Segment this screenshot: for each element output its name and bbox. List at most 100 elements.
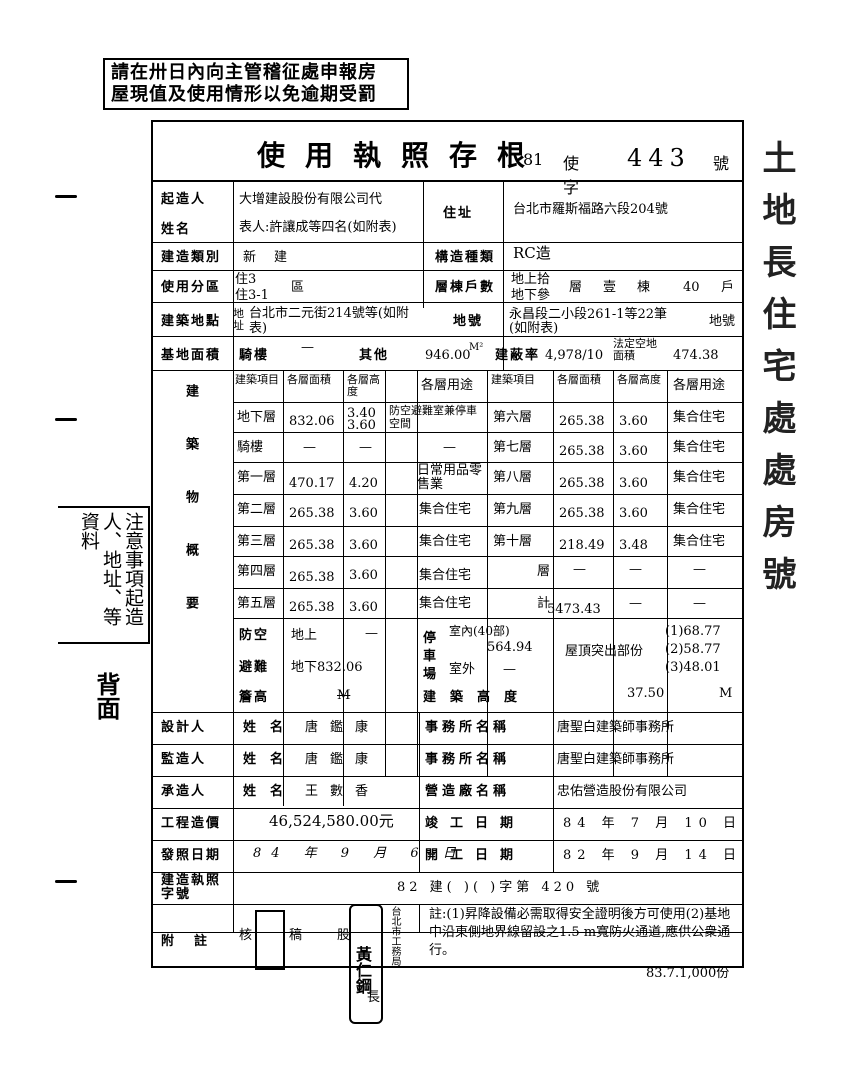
eave-label: 簷高	[239, 690, 270, 705]
floor-row-1-item2: 第七層	[493, 440, 533, 455]
floor-row-6-area2: 5473.43	[547, 602, 601, 617]
floor-row-4-use2: 集合住宅	[673, 534, 726, 549]
header-item-2: 建築項目	[491, 373, 535, 386]
floor-row-4-height: 3.60	[349, 538, 378, 553]
building-summary-label: 建築物概要	[183, 384, 198, 649]
roof-value-1: (1)68.77	[665, 624, 721, 639]
floor-row-4-area: 265.38	[289, 538, 335, 553]
floor-row-5-area2: —	[573, 562, 586, 577]
designer-name: 唐鑑康	[305, 720, 381, 735]
floor-row-2-use2: 集合住宅	[673, 470, 726, 485]
unit-label: 戶	[721, 280, 735, 295]
defense-above-value: —	[365, 626, 378, 641]
floor-row-5-area: 265.38	[289, 570, 335, 585]
floors-below: 地下參	[511, 288, 551, 303]
sign-col-3: 股	[337, 928, 351, 943]
official-seal: 黃仁鋼	[349, 904, 383, 1024]
supervisor-office: 唐聖白建築師事務所	[557, 752, 675, 767]
parking-inside-value: 564.94	[487, 640, 533, 655]
open-space-label: 法定空地面積	[613, 337, 657, 362]
notice-line-1: 請在卅日內向主管稽征處申報房	[111, 62, 377, 83]
applicant-name-2: 表人:許讓成等四名(如附表)	[239, 220, 397, 235]
parking-outside-value: —	[503, 662, 516, 677]
floor-row-2-item: 第一層	[237, 470, 277, 485]
floor-row-1-area2: 265.38	[559, 444, 605, 459]
sign-col-4: 長	[367, 990, 381, 1005]
permit-serial: 443	[627, 144, 691, 172]
left-side-note: 注意事項起造人、地址、等資料	[58, 506, 150, 644]
floor-row-6-use: 集合住宅	[419, 596, 472, 611]
usage-permit-form: 使用執照存根 81 使字 443 號 起造人 姓名 大增建設股份有限公司代	[151, 120, 744, 1024]
floor-row-2-area2: 265.38	[559, 476, 605, 491]
floor-row-5-item2: 層	[537, 564, 551, 579]
lot-value: 永昌段二小段261-1等22筆(如附表)	[509, 307, 668, 336]
header-use-2: 各層用途	[673, 378, 726, 393]
parking-label: 停車場	[423, 631, 439, 682]
open-space-value: 474.38	[673, 348, 719, 363]
floor-row-2-height2: 3.60	[619, 476, 648, 491]
floor-row-4-area2: 218.49	[559, 538, 605, 553]
height-label: 建築高度	[423, 690, 532, 705]
floor-row-2-height: 4.20	[349, 476, 378, 491]
eave-value: M	[337, 688, 351, 703]
height-value: 37.50	[627, 686, 665, 701]
structure-label: 構造種類	[435, 250, 496, 265]
zone-unit: 區	[291, 280, 305, 295]
building-unit: 棟	[637, 280, 651, 295]
contractor-firm-label: 營造廠名稱	[425, 784, 511, 799]
floor-row-6-item2: 計	[537, 596, 551, 611]
permit-suffix: 號	[713, 154, 730, 173]
cost-label: 工程造價	[161, 816, 222, 831]
unit-count: 40	[683, 280, 700, 295]
contractor-label: 承造人	[161, 784, 207, 799]
parking-inside: 室內(40部)	[449, 624, 510, 638]
applicant-name-1: 大增建設股份有限公司代	[239, 192, 383, 207]
structure-value: RC造	[513, 244, 551, 262]
header-use: 各層用途	[421, 378, 474, 393]
roof-label: 屋頂突出部份	[565, 644, 644, 659]
approval-seal	[255, 910, 285, 970]
notes-label: 附註	[161, 934, 228, 949]
floor-row-3-use2: 集合住宅	[673, 502, 726, 517]
applicant-address: 台北市羅斯福路六段204號	[513, 202, 668, 217]
other-label: 其他	[359, 348, 390, 363]
floor-row-2-item2: 第八層	[493, 470, 533, 485]
floor-row-2-use: 日常用品零售業	[417, 463, 483, 492]
floor-row-0-item: 地下層	[237, 410, 277, 425]
height-unit: M	[719, 686, 733, 701]
margin-dash	[55, 195, 77, 198]
completion-label: 竣工日期	[425, 816, 526, 831]
completion-date: 84 年 7 月 10 日	[563, 816, 743, 831]
site-label: 建築地點	[161, 314, 222, 329]
coverage-label: 建蔽率	[495, 348, 541, 363]
sign-col-1: 核	[239, 928, 253, 943]
designer-name-label: 姓名	[243, 720, 298, 735]
defense-label: 防空	[239, 628, 270, 643]
floor-row-4-item2: 第十層	[493, 534, 533, 549]
floor-row-3-item: 第二層	[237, 502, 277, 517]
roof-value-3: (3)48.01	[665, 660, 721, 675]
other-unit: M²	[469, 342, 484, 353]
floor-row-0-item2: 第六層	[493, 410, 533, 425]
defense-above: 地上	[291, 628, 318, 643]
lot-label: 地號	[453, 314, 484, 329]
bureau-stamp: 台北市工務局	[389, 906, 400, 966]
floors-above: 地上拾	[511, 272, 551, 287]
floor-row-5-height: 3.60	[349, 568, 378, 583]
floor-row-6-use2: —	[693, 596, 706, 611]
floor-row-3-height2: 3.60	[619, 506, 648, 521]
floor-row-0-area: 832.06	[289, 414, 335, 429]
permit-year: 81	[523, 150, 544, 169]
zone-2: 住3-1	[235, 288, 269, 303]
name-label: 姓名	[161, 222, 192, 237]
floor-row-0-height: 3.40 3.60	[347, 406, 376, 433]
floor-row-0-area2: 265.38	[559, 414, 605, 429]
floor-row-3-height: 3.60	[349, 506, 378, 521]
floor-row-0-use2: 集合住宅	[673, 410, 726, 425]
arcade-value: —	[301, 340, 314, 355]
floor-row-3-use: 集合住宅	[419, 502, 472, 517]
other-value: 946.00	[425, 348, 471, 363]
zone-1: 住3	[235, 272, 257, 287]
evac-below: 地下832.06	[291, 660, 363, 675]
floor-row-1-use: —	[443, 440, 456, 455]
